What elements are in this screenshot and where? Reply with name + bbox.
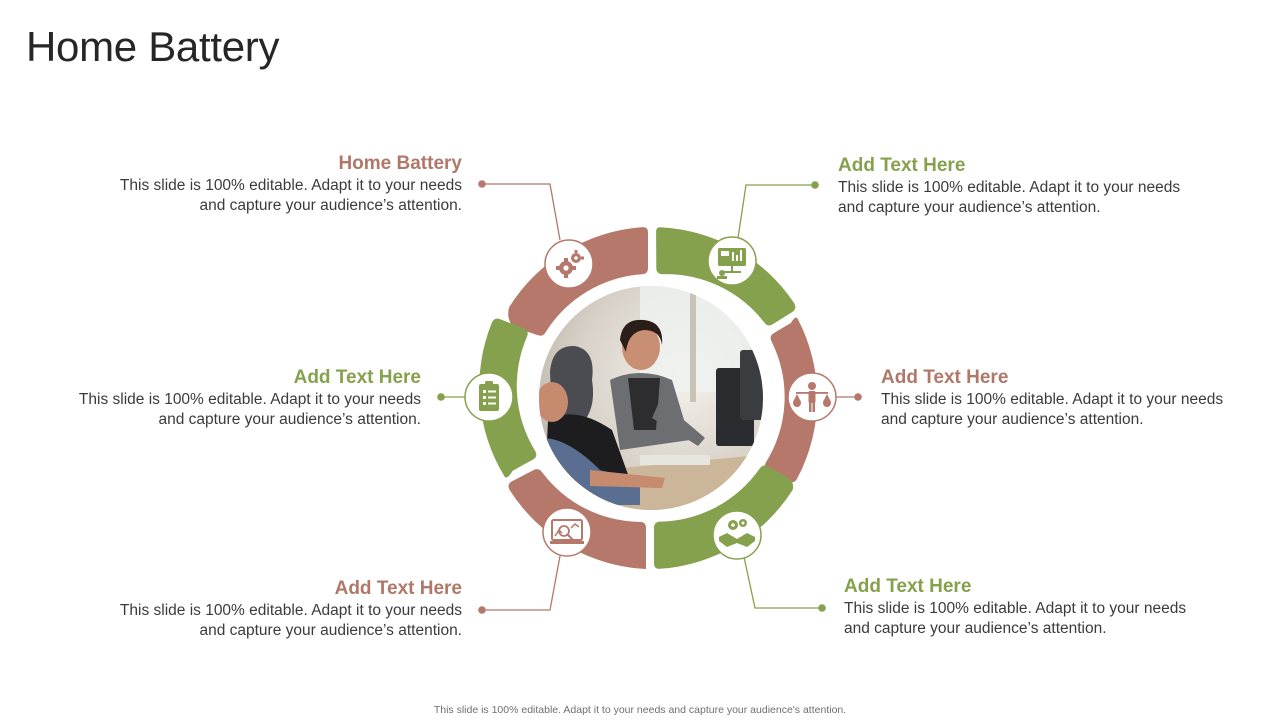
monitor-analytics-icon — [542, 507, 592, 557]
connector-bottom-right — [743, 556, 822, 609]
block-body-line: This slide is 100% editable. Adapt it to… — [881, 391, 1224, 408]
connector-dot-bottom-left — [478, 606, 486, 614]
block-body: This slide is 100% editable. Adapt it to… — [61, 390, 421, 429]
icon-badges — [464, 236, 837, 560]
block-heading: Add Text Here — [293, 367, 421, 388]
connectors — [437, 180, 862, 614]
presentation-board-icon — [707, 236, 757, 286]
block-body-line: and capture your audience’s attention. — [158, 410, 421, 428]
block-body-line: This slide is 100% editable. Adapt it to… — [119, 177, 462, 194]
slide-title: Home Battery — [26, 23, 280, 70]
block-body-line: This slide is 100% editable. Adapt it to… — [119, 602, 462, 619]
block-heading: Home Battery — [338, 153, 462, 174]
block-body: This slide is 100% editable. Adapt it to… — [844, 599, 1204, 638]
block-body-line: and capture your audience’s attention. — [838, 198, 1101, 216]
connector-dot-home-battery — [478, 180, 486, 188]
block-body: This slide is 100% editable. Adapt it to… — [102, 601, 462, 640]
handshake-gears-icon — [712, 510, 762, 560]
center-photo — [533, 280, 769, 516]
connector-top-right — [737, 184, 815, 239]
text-block-home-battery: Home Battery This slide is 100% editable… — [102, 153, 462, 215]
connector-dot-top-right — [811, 181, 819, 189]
block-body-line: This slide is 100% editable. Adapt it to… — [844, 600, 1187, 617]
block-body-line: and capture your audience’s attention. — [199, 621, 462, 639]
block-heading: Add Text Here — [844, 576, 972, 597]
connector-dot-left — [437, 393, 445, 401]
clipboard-checklist-icon — [464, 372, 514, 422]
block-body-line: and capture your audience’s attention. — [199, 196, 462, 214]
footer-note: This slide is 100% editable. Adapt it to… — [433, 704, 847, 716]
connector-home-battery — [482, 183, 561, 241]
text-block-left: Add Text Here This slide is 100% editabl… — [61, 367, 421, 429]
block-heading: Add Text Here — [838, 155, 966, 176]
text-block-bottom-right: Add Text Here This slide is 100% editabl… — [844, 576, 1204, 638]
gears-icon — [544, 239, 594, 289]
text-block-top-right: Add Text Here This slide is 100% editabl… — [838, 155, 1198, 217]
block-heading: Add Text Here — [881, 367, 1009, 388]
block-body-line: This slide is 100% editable. Adapt it to… — [78, 391, 421, 408]
block-body-line: and capture your audience’s attention. — [844, 619, 1107, 637]
text-block-right: Add Text Here This slide is 100% editabl… — [881, 367, 1241, 429]
connector-dot-bottom-right — [818, 604, 826, 612]
block-body: This slide is 100% editable. Adapt it to… — [102, 176, 462, 215]
person-balance-scale-icon — [787, 372, 837, 422]
text-block-bottom-left: Add Text Here This slide is 100% editabl… — [102, 578, 462, 640]
block-body: This slide is 100% editable. Adapt it to… — [838, 178, 1198, 217]
block-body: This slide is 100% editable. Adapt it to… — [881, 390, 1241, 429]
block-body-line: This slide is 100% editable. Adapt it to… — [838, 179, 1181, 196]
block-body-line: and capture your audience’s attention. — [881, 410, 1144, 428]
block-heading: Add Text Here — [334, 578, 462, 599]
connector-dot-right — [854, 393, 862, 401]
connector-bottom-left — [482, 555, 561, 611]
